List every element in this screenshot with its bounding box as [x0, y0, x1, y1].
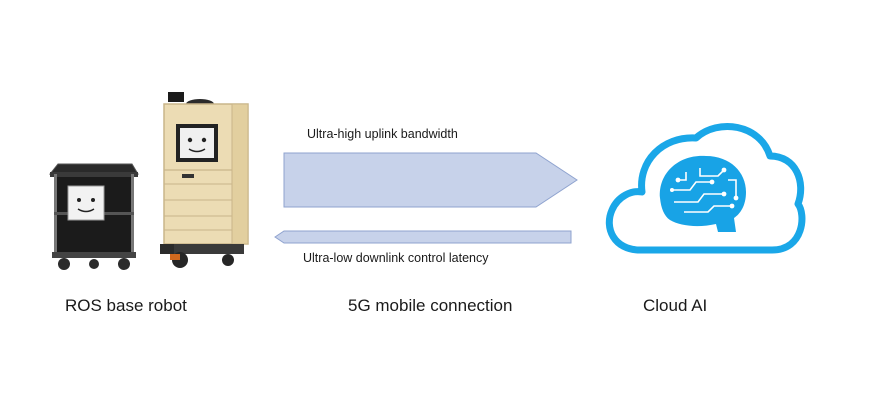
uplink-label: Ultra-high uplink bandwidth: [307, 127, 458, 141]
cloud-label: Cloud AI: [643, 296, 708, 315]
downlink-arrow: [274, 230, 572, 244]
black-robot-cart-icon: [48, 160, 140, 272]
link-label: 5G mobile connection: [348, 296, 513, 315]
robot-label: ROS base robot: [65, 296, 187, 315]
wood-robot-cabinet-icon: [158, 88, 254, 270]
cloud-brain-icon: [600, 110, 810, 260]
downlink-label: Ultra-low downlink control latency: [303, 251, 489, 265]
uplink-arrow: [283, 152, 579, 208]
